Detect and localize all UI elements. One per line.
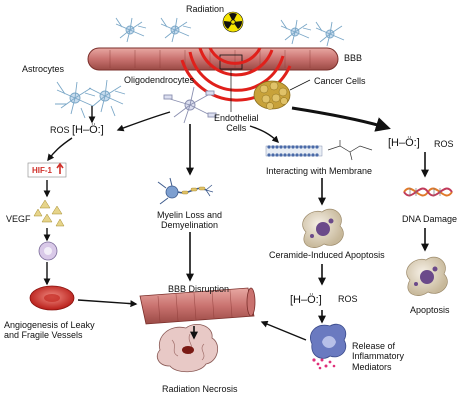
label-dna-damage: DNA Damage: [402, 214, 458, 224]
label-vegf: VEGF: [6, 214, 31, 224]
arrow-oligo-to-ros: [116, 111, 171, 132]
dna-icon: [403, 187, 453, 197]
ros-left-icon: [H–Ö:]: [72, 124, 104, 136]
cancer-cells-icon: [253, 80, 291, 110]
label-myelin: Myelin Loss and Demyelination: [157, 210, 223, 231]
arrow-cancer-to-ros-right: [291, 106, 391, 132]
arrow-macrophage-to-bbb: [260, 320, 307, 341]
arrow-rbc-to-bbb: [77, 299, 138, 308]
apoptotic-cell-right-icon: [406, 256, 448, 296]
label-interacting: Interacting with Membrane: [266, 166, 373, 176]
ros-middle-icon: [H–Ö:]: [290, 294, 322, 306]
hif-icon: HIF-1: [27, 162, 67, 178]
receptor-cell-icon: [38, 241, 58, 261]
label-ros-left: ROS: [50, 125, 70, 135]
label-necrosis: Radiation Necrosis: [162, 384, 238, 394]
arrows: [43, 106, 429, 341]
ros-right-icon: [H–Ö:]: [388, 137, 420, 149]
radiation-waves: [180, 47, 292, 102]
svg-text:[H–Ö:]: [H–Ö:]: [72, 124, 104, 136]
label-endothelial-cells: Endothelial Cells: [214, 113, 259, 134]
vegf-icon: [33, 199, 65, 227]
label-radiation: Radiation: [186, 4, 225, 14]
label-ros-right: ROS: [434, 139, 454, 149]
arrow-ros-to-hif: [47, 137, 73, 162]
label-ceramide: Ceramide-Induced Apoptosis: [269, 250, 385, 260]
svg-text:[H–Ö:]: [H–Ö:]: [290, 294, 322, 306]
membrane-icon: [265, 140, 373, 161]
neuron-icon: [157, 177, 214, 205]
svg-text:[H–Ö:]: [H–Ö:]: [388, 137, 420, 149]
label-bbb-top: BBB: [344, 53, 363, 63]
astrocyte-icon: [55, 17, 345, 119]
red-blood-cell-icon: [29, 285, 75, 311]
arrow-endothelial-to-membrane: [249, 125, 279, 143]
label-cancer-cells: Cancer Cells: [314, 76, 366, 86]
vessel-icon: [139, 287, 256, 325]
brain-icon: [156, 324, 219, 373]
radiation-icon: [222, 11, 244, 33]
label-angiogenesis: Angiogenesis of Leaky and Fragile Vessel…: [4, 320, 95, 341]
label-ros-middle: ROS: [338, 294, 358, 304]
label-release: Release of Inflammatory Mediators: [352, 341, 405, 372]
macrophage-icon: [310, 323, 347, 370]
label-apoptosis: Apoptosis: [410, 305, 450, 315]
label-oligodendrocytes: Oligodendrocytes: [124, 75, 195, 85]
cancer-pointer: [289, 79, 311, 91]
apoptotic-cell-icon: [302, 208, 344, 248]
label-bbb-disruption: BBB Disruption: [168, 284, 230, 294]
label-astrocytes: Astrocytes: [22, 64, 65, 74]
oligodendrocyte-icon: [163, 86, 217, 124]
svg-text:HIF-1: HIF-1: [32, 166, 53, 175]
